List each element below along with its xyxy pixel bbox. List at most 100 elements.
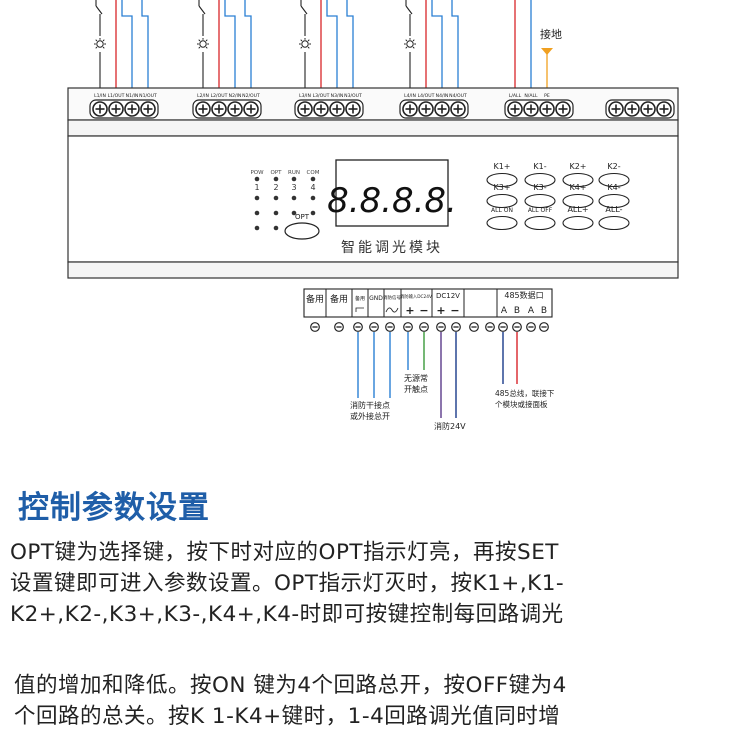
terminal-label: L4/OUT [418, 93, 435, 99]
terminal-screw[interactable] [507, 101, 523, 117]
terminal-screw[interactable] [402, 101, 418, 117]
terminal-screw[interactable] [211, 101, 227, 117]
terminal-group-6 [605, 99, 675, 119]
key-button[interactable] [486, 193, 518, 209]
bottom-terminal-screw[interactable] [451, 322, 461, 332]
top-wiring: 接地 [93, 0, 562, 92]
terminal-label: L4/IN [404, 93, 416, 99]
top-terminal-block [67, 87, 679, 121]
led-indicator [273, 210, 279, 216]
terminal-screw[interactable] [450, 101, 466, 117]
key-button[interactable] [562, 172, 594, 188]
indicator-label: COM [307, 170, 320, 176]
svg-text:+: + [436, 304, 445, 317]
terminal-screw[interactable] [92, 101, 108, 117]
spare-label-1: 备用 [306, 293, 324, 305]
key-button[interactable] [598, 193, 630, 209]
terminal-screw[interactable] [297, 101, 313, 117]
bulb-icon [403, 37, 417, 49]
key-label: K4- [607, 183, 620, 192]
loop-wiring-4 [403, 0, 459, 92]
key-label: ALL- [605, 205, 622, 214]
bottom-terminal-screw[interactable] [334, 322, 344, 332]
key-label: K3- [533, 183, 546, 192]
bottom-terminal-screw[interactable] [369, 322, 379, 332]
bottom-terminal-screw[interactable] [539, 322, 549, 332]
terminal-screw[interactable] [140, 101, 156, 117]
bottom-terminal-screw[interactable] [385, 322, 395, 332]
led-indicator [254, 176, 260, 182]
led-indicator [310, 176, 316, 182]
terminal-screw[interactable] [108, 101, 124, 117]
terminal-screw[interactable] [329, 101, 345, 117]
terminal-screw[interactable] [195, 101, 211, 117]
spare-label-2: 备用 [330, 293, 348, 305]
bulb-icon [93, 37, 107, 49]
key-label: ALL ON [491, 207, 513, 214]
bottom-terminal-screw[interactable] [498, 322, 508, 332]
paragraph-1: OPT键为选择键，按下时对应的OPT指示灯亮，再按SET 设置键即可进入参数设置… [10, 537, 745, 630]
terminal-screw[interactable] [227, 101, 243, 117]
terminal-screw[interactable] [539, 101, 555, 117]
terminal-label: N4/OUT [449, 93, 467, 99]
bottom-terminal-screw[interactable] [512, 322, 522, 332]
opt-button-label: OPT [295, 213, 310, 221]
bottom-terminal-screw[interactable] [419, 322, 429, 332]
abab-a2: A [528, 306, 535, 316]
key-button[interactable] [562, 215, 594, 231]
key-button[interactable] [486, 172, 518, 188]
svg-text:−: − [419, 304, 428, 317]
bottom-terminal-screw[interactable] [310, 322, 320, 332]
bottom-wiring [357, 332, 518, 418]
terminal-label: N1/OUT [139, 93, 157, 99]
terminal-screw[interactable] [608, 101, 624, 117]
terminal-screw[interactable] [243, 101, 259, 117]
bottom-terminal-screws [310, 322, 549, 332]
rs485-label: 485数据口 [504, 290, 543, 300]
key-button[interactable] [524, 193, 556, 209]
key-button[interactable] [486, 215, 518, 231]
bottom-terminal-screw[interactable] [436, 322, 446, 332]
bottom-terminal-screw[interactable] [526, 322, 536, 332]
terminal-screw[interactable] [523, 101, 539, 117]
terminal-screw[interactable] [124, 101, 140, 117]
device-bottom-rail [67, 261, 679, 279]
terminal-screw[interactable] [656, 101, 672, 117]
led-indicator [273, 176, 279, 182]
key-label: K3+ [493, 183, 510, 192]
bottom-terminal-screw[interactable] [469, 322, 479, 332]
fire-signal-label: 消防信号 [383, 294, 401, 301]
bottom-terminal-screw[interactable] [485, 322, 495, 332]
terminal-screw[interactable] [624, 101, 640, 117]
svg-text:−: − [450, 304, 459, 317]
terminal-screw[interactable] [313, 101, 329, 117]
opt-button[interactable] [284, 222, 320, 240]
led-indicator [310, 195, 316, 201]
terminal-screw[interactable] [555, 101, 571, 117]
loop-wiring-1 [93, 0, 149, 92]
key-label: K4+ [569, 183, 586, 192]
terminal-screw[interactable] [640, 101, 656, 117]
indicator-number: 1 [254, 183, 259, 192]
ground-label: 接地 [540, 28, 562, 41]
key-button[interactable] [562, 193, 594, 209]
terminal-screw[interactable] [434, 101, 450, 117]
terminal-screw[interactable] [345, 101, 361, 117]
display-value: 8.8.8.8. [327, 181, 457, 221]
terminal-screw[interactable] [418, 101, 434, 117]
paragraph-1-line-2: 设置键即可进入参数设置。OPT指示灯灭时，按K1+,K1- [10, 571, 565, 596]
key-label: K2- [607, 162, 620, 171]
abab-b1: B [514, 306, 520, 316]
terminal-label: L3/OUT [313, 93, 330, 99]
terminal-label: N/ALL [524, 93, 538, 99]
key-button[interactable] [524, 172, 556, 188]
bottom-terminal-screw[interactable] [353, 322, 363, 332]
key-button[interactable] [598, 215, 630, 231]
key-button[interactable] [524, 215, 556, 231]
bottom-terminal-screw[interactable] [403, 322, 413, 332]
led-indicator [273, 225, 279, 231]
key-button[interactable] [598, 172, 630, 188]
